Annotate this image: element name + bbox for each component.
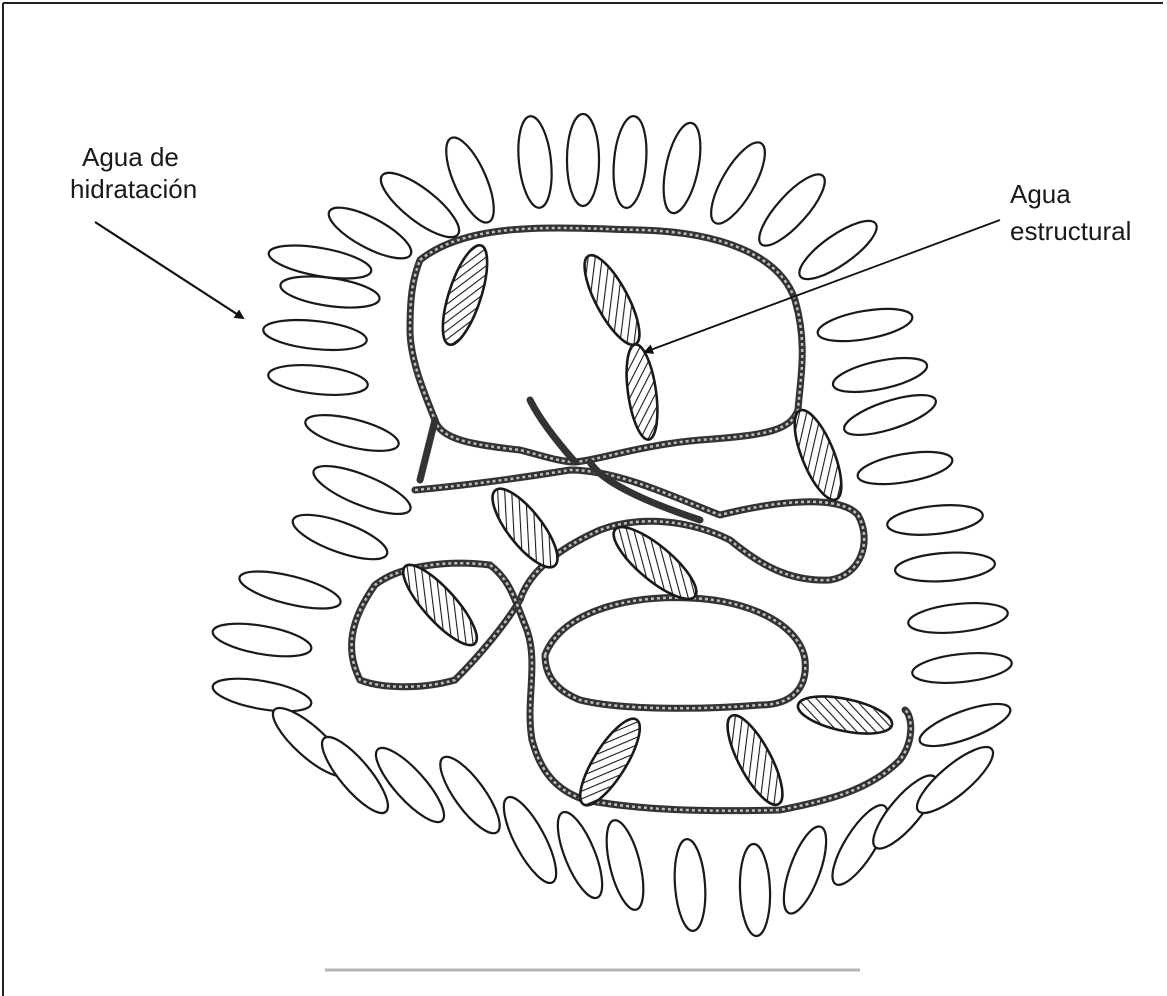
hydration-water-molecule	[302, 408, 402, 458]
structural-water-molecule	[393, 556, 486, 655]
hydration-water-molecule	[279, 271, 382, 313]
structural-water-molecule	[795, 689, 896, 740]
hydration-water-molecule	[840, 387, 940, 443]
structural-label-line1: Agua	[1010, 179, 1071, 209]
hydration-water-molecule	[815, 303, 914, 347]
hydration-water-molecule	[894, 550, 996, 585]
hydration-water-molecule	[262, 316, 368, 355]
hydration-water-molecule	[549, 807, 611, 904]
structural-water-molecule	[785, 405, 851, 506]
hydration-water-molecule	[610, 115, 650, 209]
hydration-label-line1: Agua de	[82, 142, 179, 172]
hydration-water-molecule	[567, 114, 599, 206]
hydration-water-molecule	[750, 166, 834, 254]
hydration-arrow	[95, 222, 243, 318]
structural-water-molecule	[570, 711, 650, 813]
hydration-water-molecule	[514, 115, 555, 210]
structural-water-molecule	[621, 343, 662, 442]
structural-water-molecule	[434, 241, 497, 350]
hydration-water-molecule	[210, 618, 313, 663]
hydration-water-molecule	[308, 457, 416, 524]
hydration-water-molecule	[830, 351, 930, 398]
hydration-water-molecule	[911, 649, 1013, 687]
structural-label-line2: estructural	[1010, 216, 1131, 246]
hydration-water-molecule	[599, 817, 650, 914]
hydration-water-molecule	[431, 749, 509, 841]
hydration-water-molecule	[701, 135, 775, 231]
hydration-water-molecule	[236, 564, 344, 616]
hydration-water-molecule	[738, 844, 771, 937]
hydration-water-molecule	[915, 695, 1015, 754]
hydration-water-molecule	[672, 838, 708, 932]
hydration-water-molecule	[210, 673, 313, 718]
hydration-water-molecule	[288, 506, 392, 568]
hydration-water-molecule	[886, 501, 984, 539]
hydration-water-molecule	[775, 822, 835, 919]
hydration-water-molecule	[657, 120, 707, 217]
structural-water-molecule	[482, 480, 568, 577]
hydration-water-molecule	[267, 361, 369, 399]
structural-water-molecule	[574, 248, 649, 351]
hydration-water-molecule	[494, 791, 566, 890]
hydration-water-molecule	[855, 446, 954, 490]
hydration-water-molecule	[792, 211, 885, 288]
hydration-water-molecule	[907, 599, 1009, 637]
structural-water-molecule	[717, 708, 792, 811]
hydration-label-line2: hidratación	[70, 174, 197, 204]
